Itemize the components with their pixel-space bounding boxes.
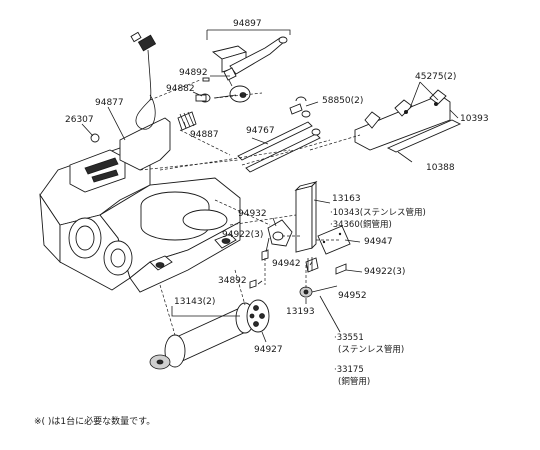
label-33551-note: (ステンレス管用) <box>338 344 404 355</box>
label-33175-note: (銅管用) <box>338 376 370 387</box>
label-13163: 13163 <box>332 194 361 204</box>
label-94882: 94882 <box>166 84 195 94</box>
label-45275: 45275(2) <box>415 72 456 82</box>
label-94897: 94897 <box>233 19 262 29</box>
label-10343: ·10343(ステンレス管用) <box>330 207 426 218</box>
label-94942: 94942 <box>272 259 301 269</box>
assembly-guide-lines <box>139 79 361 336</box>
leader-lines <box>81 29 459 343</box>
label-94922-left: 94922(3) <box>222 230 263 240</box>
label-33175: ·33175 <box>334 365 364 375</box>
label-94767: 94767 <box>246 126 275 136</box>
label-34360: ·34360(銅管用) <box>330 219 392 230</box>
roller-sleeve <box>149 279 270 370</box>
crank-handle-assembly <box>211 36 288 103</box>
label-10393: 10393 <box>460 114 489 124</box>
label-26307: 26307 <box>65 115 94 125</box>
label-34892: 34892 <box>218 276 247 286</box>
label-13143: 13143(2) <box>174 297 215 307</box>
pinion-parts <box>90 77 237 143</box>
label-94877: 94877 <box>95 98 124 108</box>
label-94932: 94932 <box>238 209 267 219</box>
footnote: ※( )は1台に必要な数量です。 <box>34 415 155 427</box>
label-58850: 58850(2) <box>322 96 363 106</box>
label-94927: 94927 <box>254 345 283 355</box>
label-94947: 94947 <box>364 237 393 247</box>
part-labels: 94897 94892 94882 94877 26307 94887 9476… <box>34 19 489 427</box>
support-tray <box>354 89 462 153</box>
label-33551: ·33551 <box>334 333 364 343</box>
label-13193: 13193 <box>286 307 315 317</box>
label-94922-right: 94922(3) <box>364 267 405 277</box>
label-94892: 94892 <box>179 68 208 78</box>
label-94887: 94887 <box>190 130 219 140</box>
label-10388: 10388 <box>426 163 455 173</box>
label-94952: 94952 <box>338 291 367 301</box>
machine-housing <box>39 31 241 293</box>
